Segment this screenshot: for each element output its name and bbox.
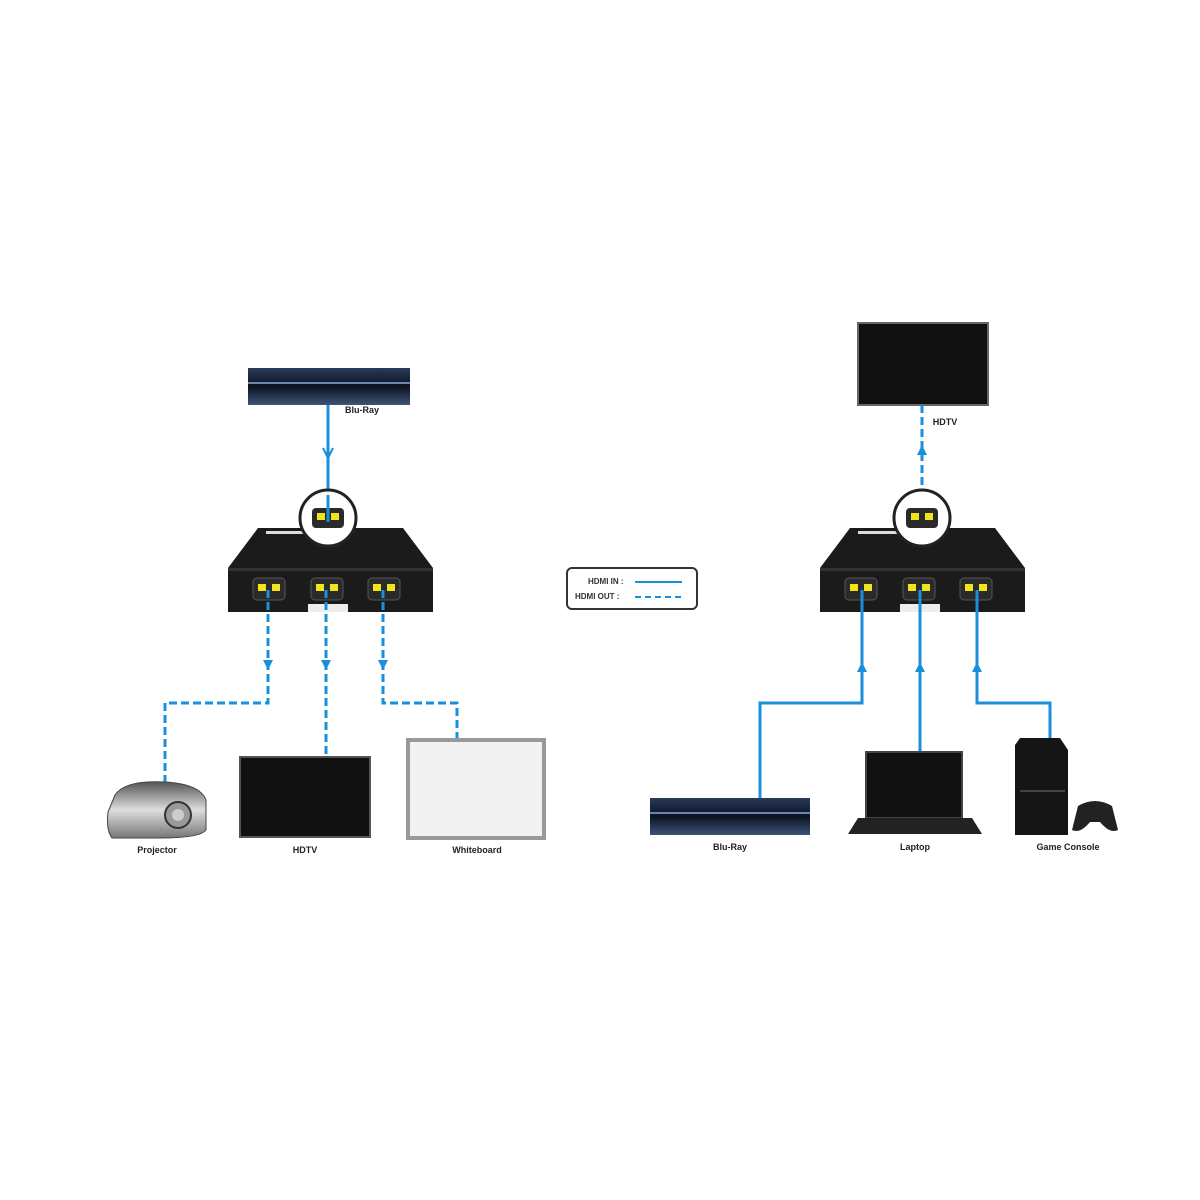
right-arrow-icons: [857, 662, 982, 672]
left-output-cables: [163, 590, 459, 785]
right-bluray-label: Blu-Ray: [713, 842, 747, 852]
right-hdtv-label: HDTV: [933, 417, 958, 427]
left-arrow-icons: [263, 660, 388, 670]
legend: HDMI IN : HDMI OUT :: [566, 567, 698, 610]
game-console-label: Game Console: [1036, 842, 1099, 852]
left-hdtv-device: [239, 756, 371, 838]
right-bluray-device: [650, 798, 810, 835]
right-output-port-bubble: [892, 488, 952, 548]
legend-in-label: HDMI IN :: [588, 577, 624, 586]
game-console-device: [1015, 738, 1118, 835]
left-bluray-label: Blu-Ray: [345, 405, 379, 415]
whiteboard-device: [406, 738, 546, 840]
left-bluray-device: [248, 368, 410, 405]
right-hdtv-device: [857, 322, 989, 406]
projector-device: [107, 781, 207, 839]
laptop-device: [848, 751, 982, 834]
projector-label: Projector: [137, 845, 177, 855]
legend-out-label: HDMI OUT :: [575, 592, 619, 601]
laptop-label: Laptop: [900, 842, 930, 852]
left-hdtv-label: HDTV: [293, 845, 318, 855]
right-input-cables: [758, 590, 1052, 800]
whiteboard-label: Whiteboard: [452, 845, 502, 855]
